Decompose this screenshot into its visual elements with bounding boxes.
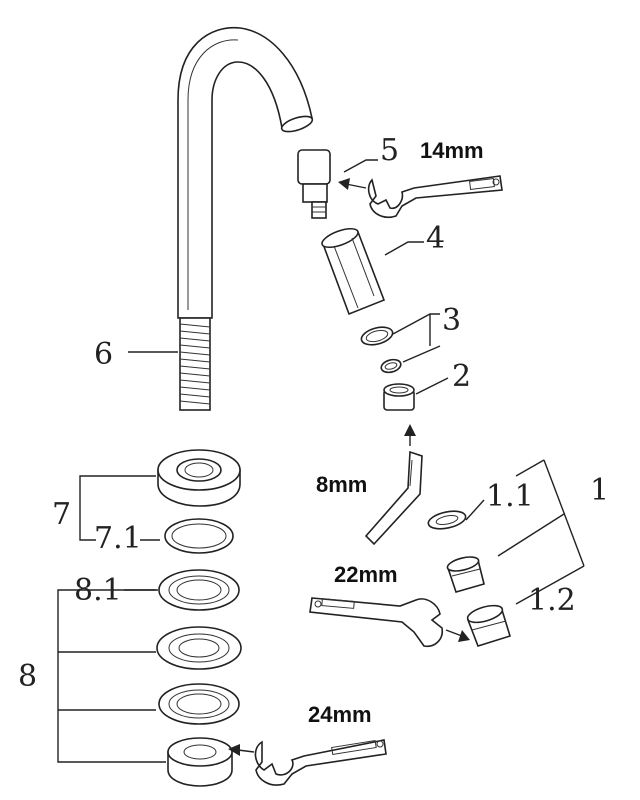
- label-part-1: 1: [590, 473, 609, 508]
- o-ring-large: [360, 326, 394, 346]
- spout-sleeve: [321, 227, 386, 316]
- label-part-7-1: 7.1: [94, 521, 142, 556]
- leader-line-5: [343, 159, 378, 173]
- tool-size-8mm: 8mm: [316, 472, 367, 497]
- washer-8-1: [158, 569, 240, 611]
- washer-lower: [158, 683, 240, 725]
- leader-line-3: [392, 313, 440, 335]
- wrench-22mm-icon: [309, 597, 444, 648]
- o-ring-small: [380, 358, 402, 374]
- bracket-1-mid: [497, 513, 565, 557]
- base-flange-7: [157, 449, 241, 507]
- tool-size-22mm: 22mm: [334, 562, 398, 587]
- cartridge: [297, 149, 331, 219]
- label-part-8-1: 8.1: [74, 573, 122, 608]
- label-part-5: 5: [380, 133, 399, 168]
- bracket-1-top: [515, 459, 545, 477]
- spout-body: [177, 26, 314, 319]
- wrench-14mm-icon: [367, 175, 503, 219]
- wrench-24mm-icon: [254, 739, 387, 786]
- aerator-washer-1-1: [427, 510, 467, 530]
- label-part-4: 4: [426, 221, 445, 256]
- label-part-7: 7: [52, 497, 71, 532]
- leader-line-1-1: [465, 499, 485, 521]
- bracket-8: [57, 589, 166, 763]
- lock-plate: [156, 626, 242, 670]
- mounting-nut: [167, 737, 233, 787]
- label-part-3: 3: [442, 303, 461, 338]
- o-ring-small-inner: [384, 362, 398, 370]
- leader-line-4: [384, 241, 424, 256]
- hex-key-8mm-icon: [364, 450, 423, 546]
- tool-size-24mm: 24mm: [308, 702, 372, 727]
- label-part-6: 6: [94, 337, 113, 372]
- bracket-7: [79, 475, 156, 541]
- o-ring-large-inner: [365, 329, 389, 343]
- label-part-1-2: 1.2: [528, 583, 576, 618]
- aerator-1-2: [466, 604, 511, 647]
- arrow-14mm-head: [338, 178, 350, 190]
- spout-thread: [179, 317, 211, 411]
- arrow-22mm-shaft: [445, 629, 463, 637]
- arrow-8mm-head: [404, 424, 416, 436]
- gasket-7-1: [164, 518, 234, 554]
- bracket-1-spine: [543, 459, 585, 567]
- bracket-1-low: [515, 565, 585, 605]
- tool-size-14mm: 14mm: [420, 138, 484, 163]
- arrow-22mm-head: [458, 630, 470, 642]
- label-part-8: 8: [18, 659, 37, 694]
- aerator-insert: [446, 556, 485, 593]
- arrow-24mm-head: [228, 744, 240, 756]
- leader-line-3b: [402, 345, 441, 363]
- leader-line-2: [415, 377, 449, 395]
- aerator-nut: [383, 383, 415, 411]
- label-part-1-1: 1.1: [486, 479, 534, 514]
- label-part-2: 2: [452, 359, 471, 394]
- arrow-14mm-shaft: [345, 183, 367, 189]
- arrow-24mm-shaft: [237, 749, 255, 753]
